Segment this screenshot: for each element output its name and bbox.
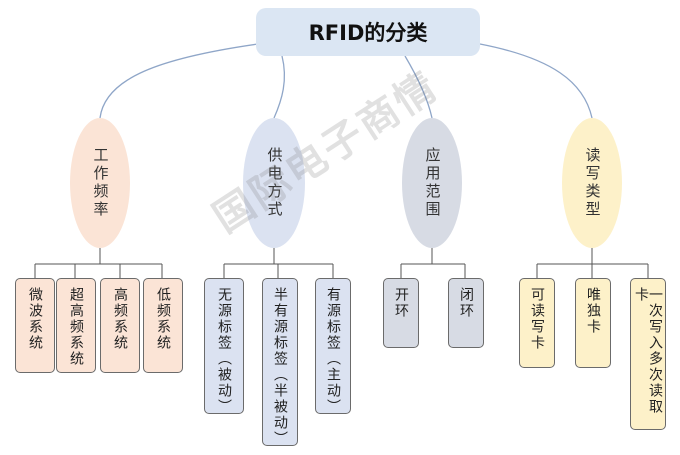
leaf-semi-active-tag: 半有源标签（半被动） xyxy=(262,278,298,447)
leaf-label: 闭环 xyxy=(458,287,474,319)
root-title: RFID的分类 xyxy=(308,21,428,45)
leaf-read-only-card: 唯独卡 xyxy=(575,278,611,368)
leaf-write-once-read-many-card: 一次写入多次读取卡 xyxy=(630,278,666,430)
leaf-label: 低频系统 xyxy=(155,287,171,351)
leaf-label: 唯独卡 xyxy=(585,287,601,335)
leaf-label: 高频系统 xyxy=(112,287,128,351)
leaf-label: 半有源标签（半被动） xyxy=(272,287,288,447)
root-node: RFID的分类 xyxy=(256,8,480,56)
category-node-power-supply: 供电方式 xyxy=(243,118,305,248)
category-node-application-scope: 应用范围 xyxy=(402,118,462,248)
leaf-lf-system: 低频系统 xyxy=(143,278,183,373)
leaf-label: 可读写卡 xyxy=(529,287,545,351)
connector-root-to-cat-2 xyxy=(273,55,286,119)
leaf-label: 开环 xyxy=(393,287,409,319)
category-node-frequency: 工作频率 xyxy=(70,118,130,248)
leaf-label: 超高频系统 xyxy=(68,287,84,367)
leaf-label: 一次写入多次读取卡 xyxy=(633,287,663,415)
leaf-read-write-card: 可读写卡 xyxy=(519,278,555,368)
category-node-read-write-type: 读写类型 xyxy=(562,118,622,248)
leaf-uhf-system: 超高频系统 xyxy=(56,278,96,373)
leaf-label: 有源标签（主动） xyxy=(325,287,341,415)
category-label: 供电方式 xyxy=(265,147,284,219)
connector-root-to-cat-3 xyxy=(404,55,433,119)
leaf-hf-system: 高频系统 xyxy=(100,278,140,373)
connector-root-to-cat-4 xyxy=(479,43,593,119)
leaf-closed-loop: 闭环 xyxy=(448,278,484,348)
leaf-open-loop: 开环 xyxy=(383,278,419,348)
leaf-label: 微波系统 xyxy=(27,287,43,351)
category-label: 读写类型 xyxy=(583,147,602,219)
category-label: 应用范围 xyxy=(423,147,442,219)
connector-root-to-cat-1 xyxy=(99,43,259,119)
leaf-label: 无源标签（被动） xyxy=(216,287,232,415)
leaf-microwave-system: 微波系统 xyxy=(15,278,55,373)
leaf-active-tag: 有源标签（主动） xyxy=(315,278,351,415)
category-label: 工作频率 xyxy=(91,147,110,219)
leaf-passive-tag: 无源标签（被动） xyxy=(204,278,244,415)
